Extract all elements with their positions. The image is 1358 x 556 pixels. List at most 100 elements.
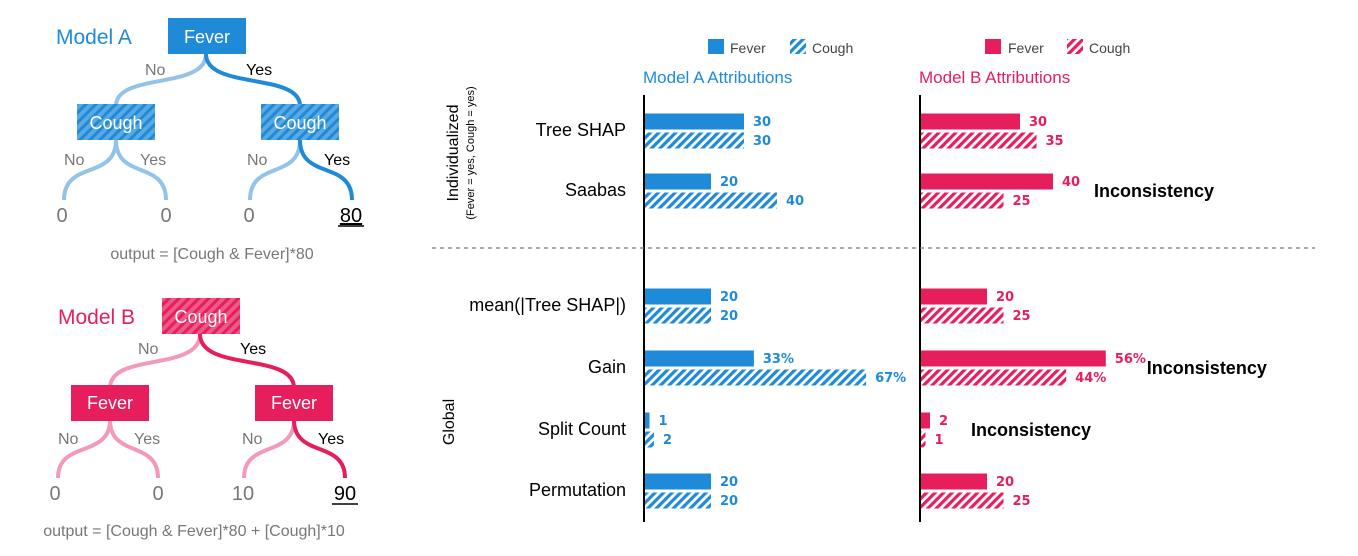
bar-cough-model-a <box>645 192 777 209</box>
inconsistency-annotation: Inconsistency <box>1147 358 1267 378</box>
legend-swatch-cough <box>790 39 806 54</box>
group-label-global: Global <box>441 399 458 445</box>
right-yes-label: Yes <box>324 152 350 169</box>
root-node-label: Fever <box>184 27 230 47</box>
bar-fever-model-a <box>645 173 711 190</box>
attribution-chart: Fever Cough Fever Cough Model A Attribut… <box>432 39 1315 522</box>
data-label-fever-model-a: 20 <box>720 290 738 305</box>
data-label-fever-model-b: 40 <box>1062 175 1080 190</box>
edge-left-no <box>62 139 118 201</box>
method-label: Split Count <box>538 419 626 439</box>
edge-left-no <box>56 419 112 479</box>
data-label-fever-model-b: 2 <box>939 414 948 429</box>
left-node-label: Cough <box>89 113 142 133</box>
bar-fever-model-b <box>921 113 1020 130</box>
bar-cough-model-a <box>645 431 654 448</box>
leaf-value: 0 <box>160 205 171 227</box>
panel-title-model-a: Model A Attributions <box>643 68 792 87</box>
bar-cough-model-b <box>921 132 1037 149</box>
bar-cough-model-b <box>921 492 1004 509</box>
data-label-cough-model-a: 2 <box>663 433 672 448</box>
data-label-fever-model-a: 33% <box>763 352 794 367</box>
root-no-label: No <box>138 341 159 358</box>
bar-fever-model-a <box>645 412 650 429</box>
legend-model-b: Fever Cough <box>985 39 1130 56</box>
left-node-box <box>71 385 149 421</box>
legend-label-cough: Cough <box>812 40 853 56</box>
data-label-cough-model-a: 20 <box>720 494 738 509</box>
group-subtitle-individualized: (Fever = yes, Cough = yes) <box>465 86 477 219</box>
left-no-label: No <box>64 152 85 169</box>
data-label-cough-model-b: 1 <box>935 433 944 448</box>
model-a-output: output = [Cough & Fever]*80 <box>110 246 313 263</box>
edge-left-yes <box>114 139 168 201</box>
legend-model-a: Fever Cough <box>708 39 853 56</box>
method-label: Gain <box>588 357 626 377</box>
bar-cough-model-b <box>921 307 1004 324</box>
data-label-cough-model-a: 20 <box>720 309 738 324</box>
edge-root-no <box>114 53 208 107</box>
method-label: Permutation <box>529 480 626 500</box>
group-label-individualized: Individualized <box>445 105 462 202</box>
data-label-fever-model-a: 1 <box>659 414 668 429</box>
bar-cough-model-a <box>645 369 867 386</box>
bar-cough-model-a <box>645 307 711 324</box>
method-label: mean(|Tree SHAP|) <box>469 295 626 315</box>
bar-fever-model-a <box>645 473 711 490</box>
edge-right-yes <box>292 419 347 479</box>
data-label-cough-model-b: 25 <box>1013 194 1031 209</box>
data-label-fever-model-b: 30 <box>1029 115 1047 130</box>
model-a-tree: Fever Cough Cough Model A No Yes No Yes … <box>56 18 364 263</box>
edge-root-no <box>108 333 202 389</box>
bar-cough-model-b <box>921 192 1004 209</box>
root-yes-label: Yes <box>246 62 272 79</box>
edge-root-yes <box>204 53 302 107</box>
left-node-box <box>77 104 155 140</box>
bar-fever-model-a <box>645 288 711 305</box>
bar-fever-model-a <box>645 113 744 130</box>
inconsistency-annotation: Inconsistency <box>1094 181 1214 201</box>
model-b-output: output = [Cough & Fever]*80 + [Cough]*10 <box>43 523 345 540</box>
data-label-fever-model-a: 30 <box>753 115 771 130</box>
right-node-box <box>255 385 333 421</box>
panel-title-model-b: Model B Attributions <box>919 68 1070 87</box>
data-label-fever-model-b: 56% <box>1115 352 1146 367</box>
left-yes-label: Yes <box>140 152 166 169</box>
edge-right-no <box>248 139 302 201</box>
model-b-tree: Cough Fever Fever Model B No Yes No Yes … <box>43 298 358 540</box>
bar-cough-model-a <box>645 492 711 509</box>
data-label-cough-model-b: 44% <box>1075 371 1106 386</box>
root-node-box <box>168 18 246 54</box>
right-yes-label: Yes <box>318 431 344 448</box>
edge-right-yes <box>298 139 354 201</box>
root-no-label: No <box>145 62 166 79</box>
root-node-label: Cough <box>174 307 227 327</box>
model-b-title: Model B <box>58 306 135 329</box>
data-label-fever-model-b: 20 <box>996 475 1014 490</box>
legend-label-cough: Cough <box>1089 40 1130 56</box>
leaf-value-highlight: 80 <box>340 205 362 227</box>
data-label-fever-model-a: 20 <box>720 175 738 190</box>
inconsistency-annotation: Inconsistency <box>971 420 1091 440</box>
leaf-value: 0 <box>49 483 60 505</box>
method-label: Tree SHAP <box>536 120 626 140</box>
data-label-cough-model-a: 67% <box>875 371 906 386</box>
bar-cough-model-b <box>921 369 1067 386</box>
data-label-cough-model-a: 30 <box>753 134 771 149</box>
edge-root-yes <box>198 333 296 389</box>
model-a-title: Model A <box>56 26 132 49</box>
right-node-box <box>261 104 339 140</box>
bar-fever-model-b <box>921 288 987 305</box>
right-no-label: No <box>247 152 268 169</box>
method-label: Saabas <box>565 180 626 200</box>
legend-label-fever: Fever <box>1008 40 1044 56</box>
leaf-value: 0 <box>243 205 254 227</box>
right-node-label: Cough <box>273 113 326 133</box>
data-label-fever-model-b: 20 <box>996 290 1014 305</box>
left-node-label: Fever <box>87 393 133 413</box>
legend-swatch-cough <box>1067 39 1083 54</box>
bar-cough-model-a <box>645 132 744 149</box>
leaf-value: 0 <box>152 483 163 505</box>
